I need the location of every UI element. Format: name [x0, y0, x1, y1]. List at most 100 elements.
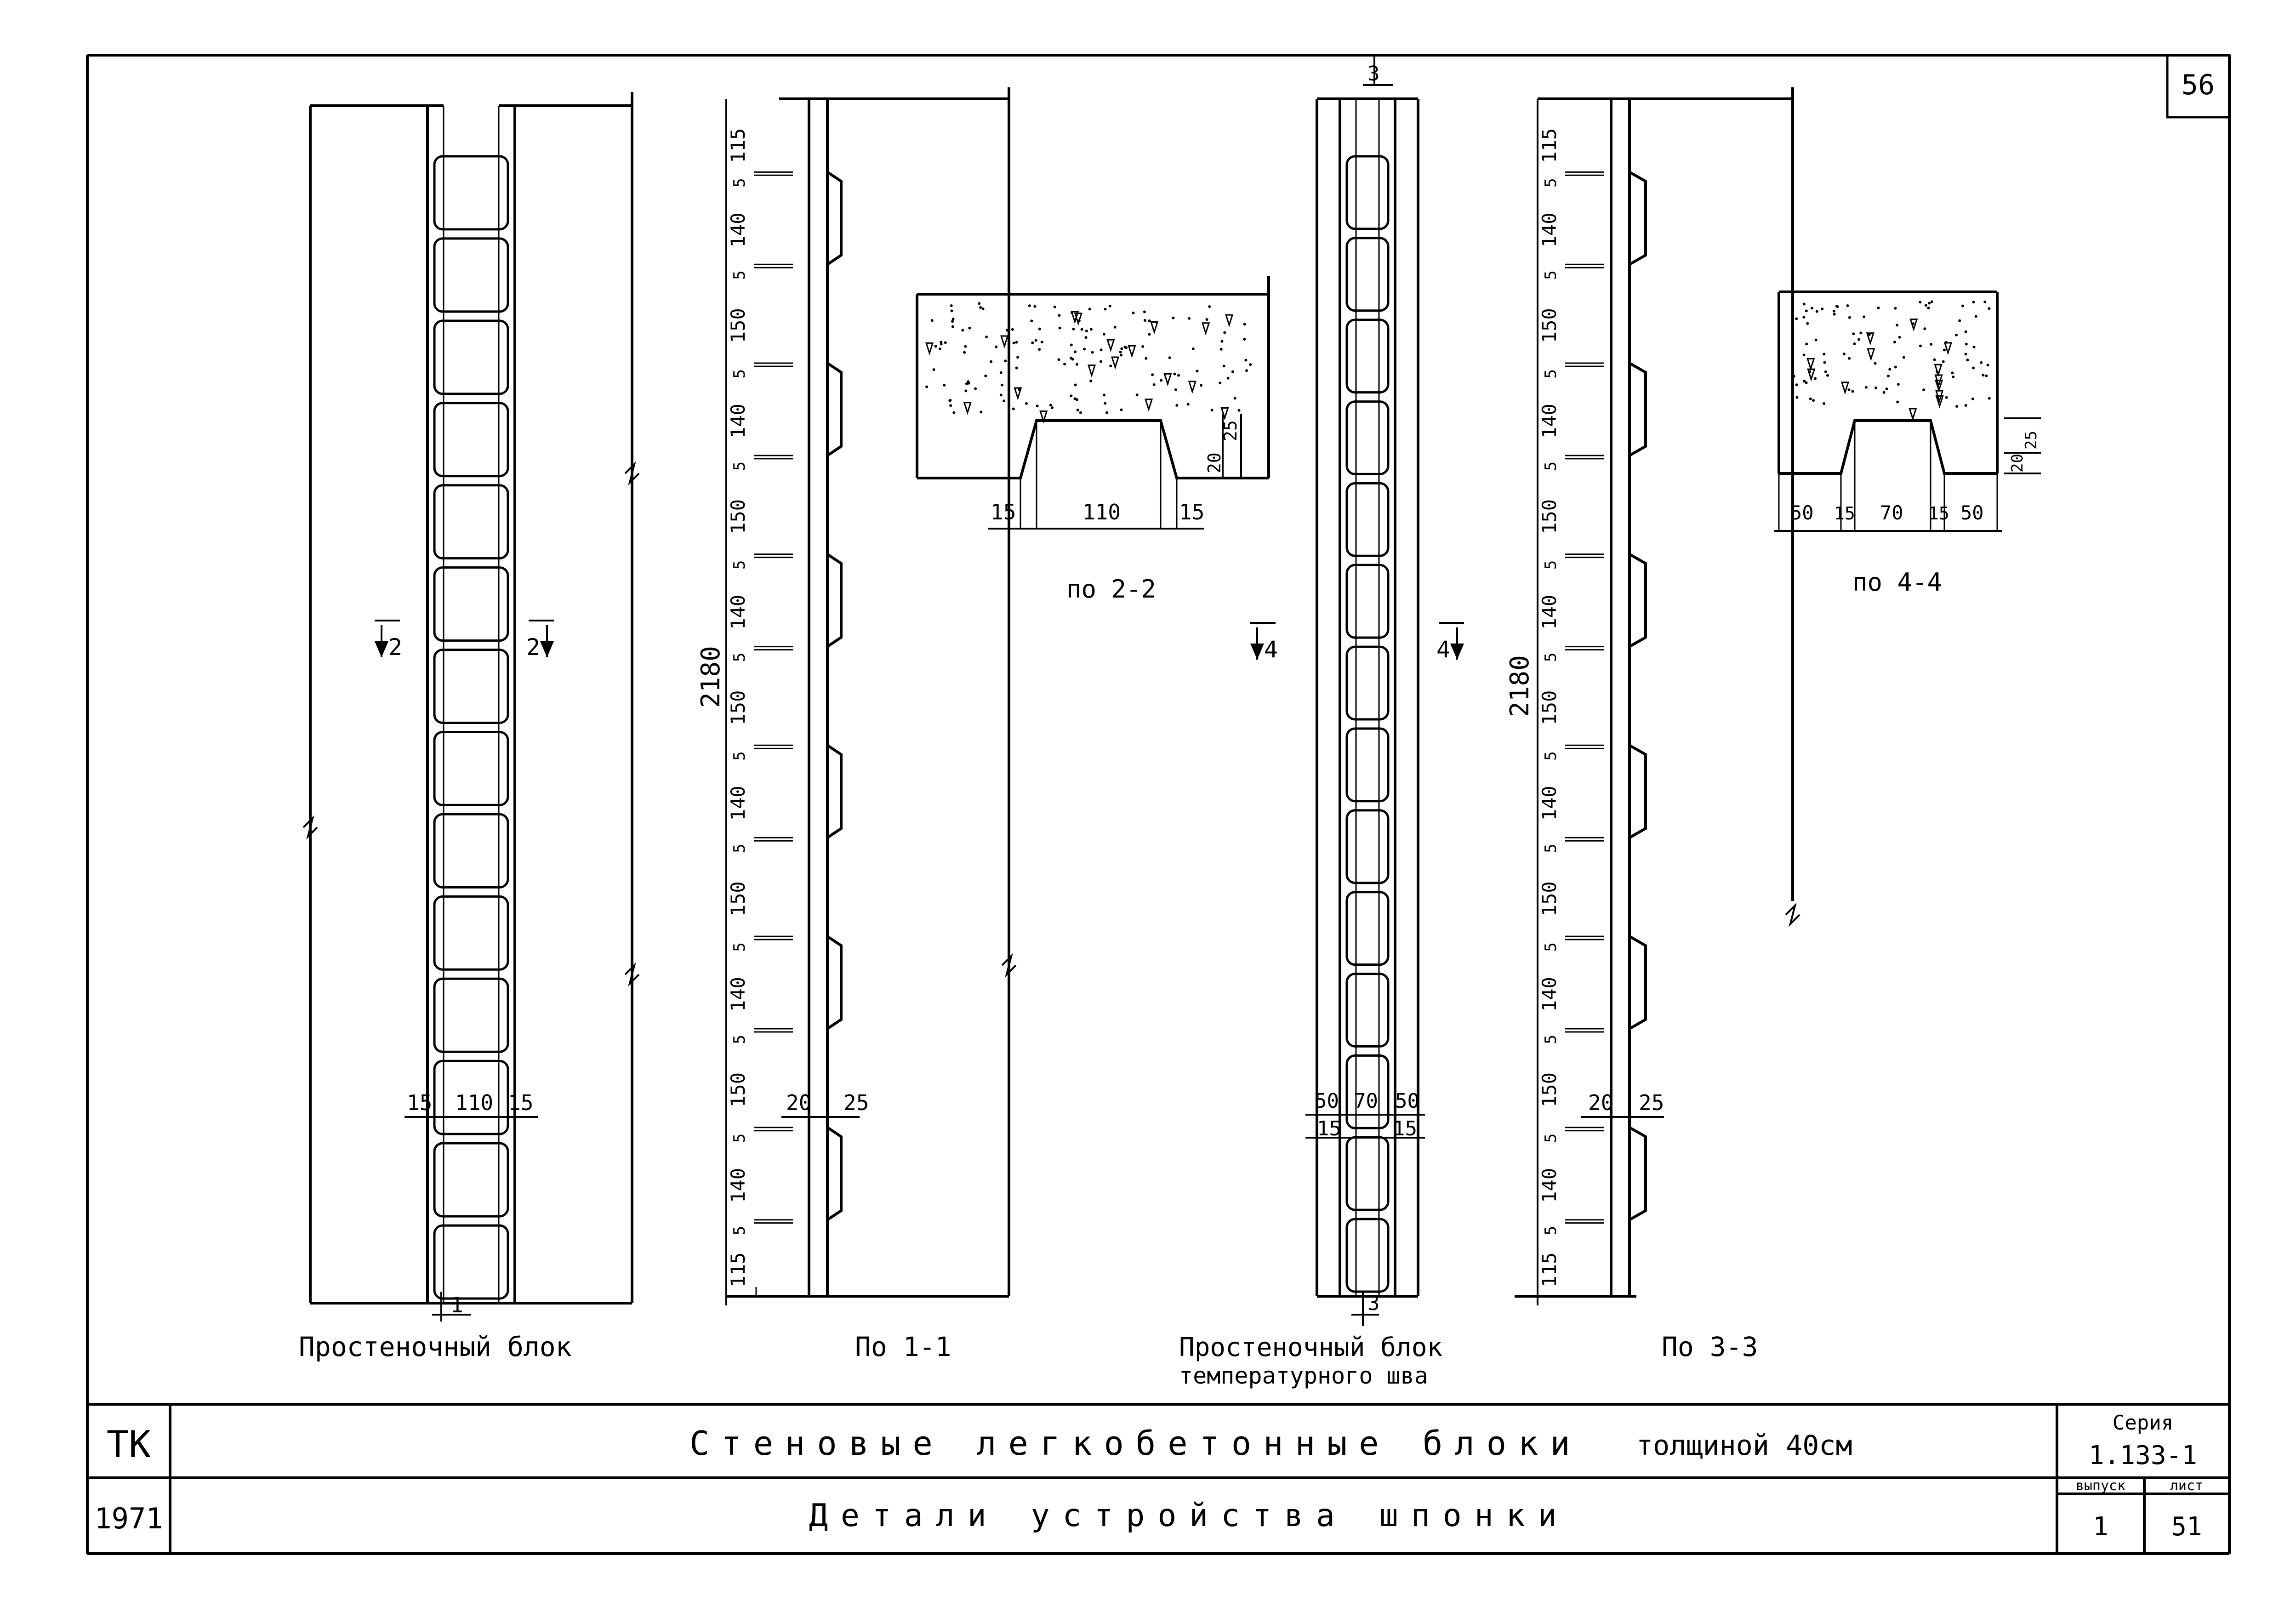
- section-marker-4-right: 4: [1436, 622, 1464, 663]
- dims-right: 20 25: [1204, 414, 1242, 478]
- key-segment: [433, 1060, 509, 1135]
- groove-dims: 20 25: [781, 1090, 869, 1118]
- chain-dim: 5: [1542, 653, 1560, 662]
- marker-label: 2: [526, 634, 540, 661]
- chain-dim: 150: [1538, 690, 1561, 725]
- dim-label: 70: [1354, 1089, 1378, 1113]
- dims-bottom: 50 15 70 15 50: [1774, 501, 2002, 532]
- concrete-hatch: [1791, 300, 1991, 421]
- section-3-3: 1155140515051405150514051505140515051405…: [1505, 87, 1800, 1362]
- chain-dim: 5: [730, 178, 749, 187]
- dim-label: 25: [843, 1090, 869, 1115]
- marker-label: 1: [450, 1293, 463, 1317]
- dimension-chain: 1155140515051405150514051505140515051405…: [1538, 128, 1604, 1297]
- key-segment: [433, 155, 509, 231]
- dim-label: 15: [1393, 1117, 1417, 1140]
- section-marker-2-left: 2: [375, 620, 402, 661]
- key-segment: [1345, 564, 1390, 639]
- key-segment: [1345, 973, 1390, 1048]
- chain-dim: 5: [1542, 942, 1560, 951]
- key-segment: [1345, 809, 1390, 884]
- caption-section-2-2: по 2-2: [1066, 575, 1156, 604]
- chain-dim: 115: [1538, 1252, 1561, 1287]
- chain-dim: 5: [730, 843, 749, 853]
- title-block: ТК 1971 Стеновые легкобетонные блоки тол…: [87, 1404, 2229, 1554]
- dims-bottom-row: 15 15: [1305, 1117, 1425, 1140]
- key-segment: [1345, 237, 1390, 312]
- detail-4-4: 50 15 70 15 50 20 25 по 4-4: [1774, 291, 2041, 597]
- dim-label: 25: [1220, 420, 1241, 441]
- caption-wall-block: Простеночный блок: [299, 1331, 572, 1362]
- key-segment: [1345, 1136, 1390, 1211]
- dims-bottom: 15 110 15: [405, 1090, 538, 1118]
- key-slots: [1345, 155, 1390, 1293]
- chain-dim: 5: [730, 560, 749, 570]
- chain-dim: 5: [1542, 1035, 1560, 1044]
- detail-2-2: 15 110 15 20 25 по 2-2: [916, 276, 1270, 604]
- chain-dim: 5: [730, 653, 749, 662]
- org-code: ТК: [107, 1423, 151, 1466]
- chain-dim: 140: [1538, 786, 1561, 820]
- key-segment: [433, 402, 509, 478]
- chain-dim: 5: [1542, 751, 1560, 760]
- key-slots: [433, 155, 509, 1300]
- dimension-chain: 1155140515051405150514051505140515051405…: [727, 128, 793, 1297]
- chain-dim: 140: [727, 786, 749, 820]
- dim-label: 20: [2008, 454, 2027, 473]
- key-segment: [1345, 482, 1390, 557]
- key-segment: [1345, 319, 1390, 394]
- dim-label: 15: [991, 500, 1016, 524]
- key-segment: [1345, 1054, 1390, 1129]
- year: 1971: [94, 1502, 163, 1535]
- series-value: 1.133-1: [2089, 1441, 2197, 1470]
- chain-dim: 150: [727, 690, 749, 725]
- section-marker-2-right: 2: [526, 620, 554, 661]
- chain-dim: 140: [1538, 212, 1561, 247]
- dim-label: 15: [1834, 503, 1855, 524]
- key-segment: [1345, 155, 1390, 230]
- sheet-title: Стеновые легкобетонные блоки: [689, 1424, 1582, 1463]
- section-marker-3-top: 3: [1363, 55, 1393, 86]
- dim-label: 20: [786, 1090, 811, 1115]
- chain-dim: 5: [730, 1035, 749, 1044]
- chain-dim: 115: [727, 1252, 749, 1287]
- section-marker-4-left: 4: [1250, 622, 1278, 663]
- page-number: 56: [2182, 69, 2215, 101]
- key-segment: [433, 895, 509, 971]
- chain-dim: 5: [1542, 178, 1560, 187]
- section-1-1: 1155140515051405150514051505140515051405…: [696, 87, 1017, 1362]
- chain-dim: 5: [730, 942, 749, 951]
- page-number-box: 56: [2166, 54, 2231, 119]
- dims-right: 20 25: [2004, 417, 2041, 474]
- sheet-frame: [86, 54, 2231, 1555]
- dims-bottom: 15 110 15: [988, 500, 1204, 530]
- dim-label: 110: [455, 1090, 493, 1115]
- caption-joint-block-1: Простеночный блок: [1179, 1333, 1442, 1362]
- key-segment: [1345, 727, 1390, 803]
- issue-label: выпуск: [2076, 1478, 2125, 1494]
- marker-label: 4: [1436, 636, 1450, 663]
- dim-label: 15: [407, 1090, 432, 1115]
- total-dim: 2180: [696, 646, 726, 708]
- chain-dim: 5: [1542, 560, 1560, 570]
- chain-dim: 140: [727, 212, 749, 247]
- marker-label: 3: [1367, 1292, 1380, 1315]
- groove-dims: 20 25: [1581, 1090, 1664, 1118]
- series-label: Серия: [2113, 1411, 2173, 1435]
- issue-value: 1: [2093, 1512, 2108, 1542]
- dim-label: 20: [1588, 1090, 1613, 1115]
- dims-top-row: 50 70 50: [1305, 1089, 1425, 1116]
- dim-label: 20: [1204, 452, 1225, 473]
- caption-section-3-3: По 3-3: [1662, 1331, 1758, 1362]
- dim-label: 110: [1082, 500, 1121, 524]
- key-segment: [433, 813, 509, 889]
- sheet-value: 51: [2171, 1512, 2202, 1542]
- chain-dim: 5: [1542, 270, 1560, 279]
- chain-dim: 5: [1542, 843, 1560, 853]
- chain-dim: 140: [727, 595, 749, 630]
- key-segment: [1345, 400, 1390, 475]
- chain-dim: 5: [730, 461, 749, 471]
- sheet-label: лист: [2170, 1478, 2203, 1494]
- chain-dim: 150: [1538, 499, 1561, 534]
- total-dim: 2180: [1505, 655, 1535, 717]
